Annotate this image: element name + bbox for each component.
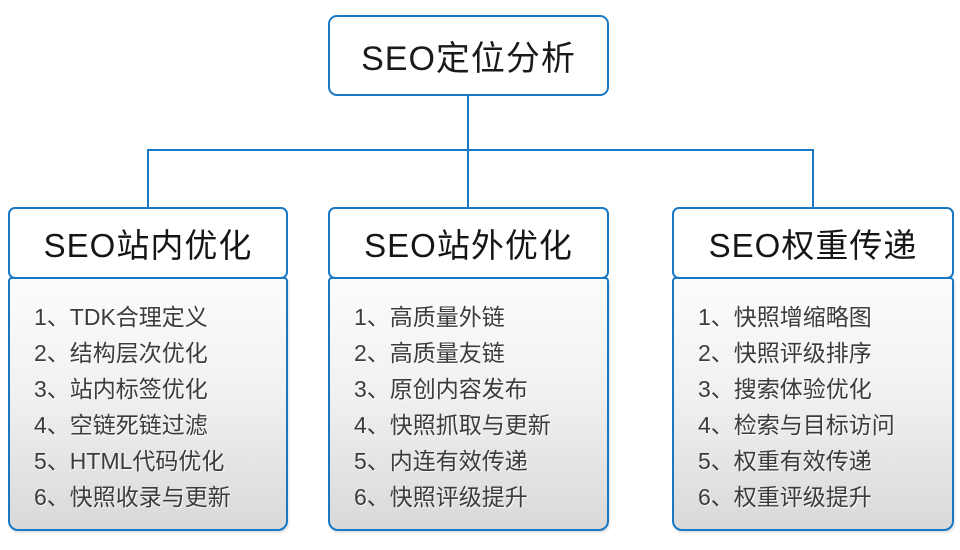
- root-node-label: SEO定位分析: [361, 40, 576, 78]
- list-item: 4、快照抓取与更新: [354, 412, 551, 438]
- list-item: 3、站内标签优化: [34, 376, 208, 402]
- column-onsite-optimization: SEO站内优化 1、TDK合理定义 2、结构层次优化 3、站内标签优化 4、空链…: [8, 207, 288, 531]
- column-title: SEO站外优化: [364, 227, 573, 264]
- column-title-box: SEO站外优化: [328, 207, 609, 279]
- connector-stub-right: [812, 149, 814, 208]
- column-list: 1、TDK合理定义 2、结构层次优化 3、站内标签优化 4、空链死链过滤 5、H…: [8, 277, 288, 531]
- list-item: 1、TDK合理定义: [34, 304, 208, 330]
- list-item: 2、结构层次优化: [34, 340, 208, 366]
- list-item: 5、权重有效传递: [698, 448, 872, 474]
- list-item: 5、内连有效传递: [354, 448, 528, 474]
- connector-stub-left: [147, 149, 149, 208]
- list-item: 4、空链死链过滤: [34, 412, 208, 438]
- column-list: 1、快照增缩略图 2、快照评级排序 3、搜索体验优化 4、检索与目标访问 5、权…: [672, 277, 954, 531]
- list-item: 5、HTML代码优化: [34, 448, 225, 474]
- list-item: 4、检索与目标访问: [698, 412, 895, 438]
- column-title-box: SEO权重传递: [672, 207, 954, 279]
- list-item: 3、原创内容发布: [354, 376, 528, 402]
- column-list: 1、高质量外链 2、高质量友链 3、原创内容发布 4、快照抓取与更新 5、内连有…: [328, 277, 609, 531]
- list-item: 1、快照增缩略图: [698, 304, 872, 330]
- column-weight-transfer: SEO权重传递 1、快照增缩略图 2、快照评级排序 3、搜索体验优化 4、检索与…: [672, 207, 954, 531]
- column-title-box: SEO站内优化: [8, 207, 288, 279]
- connector-root-vertical: [467, 95, 469, 151]
- list-item: 2、快照评级排序: [698, 340, 872, 366]
- column-title: SEO站内优化: [43, 227, 253, 264]
- connector-stub-middle: [467, 149, 469, 208]
- connector-horizontal: [147, 149, 814, 151]
- list-item: 1、高质量外链: [354, 304, 505, 330]
- list-item: 6、权重评级提升: [698, 484, 872, 510]
- list-item: 3、搜索体验优化: [698, 376, 872, 402]
- list-item: 6、快照收录与更新: [34, 484, 231, 510]
- list-item: 2、高质量友链: [354, 340, 505, 366]
- list-item: 6、快照评级提升: [354, 484, 528, 510]
- column-title: SEO权重传递: [708, 227, 918, 264]
- column-offsite-optimization: SEO站外优化 1、高质量外链 2、高质量友链 3、原创内容发布 4、快照抓取与…: [328, 207, 609, 531]
- root-node-seo-positioning: SEO定位分析: [328, 15, 609, 96]
